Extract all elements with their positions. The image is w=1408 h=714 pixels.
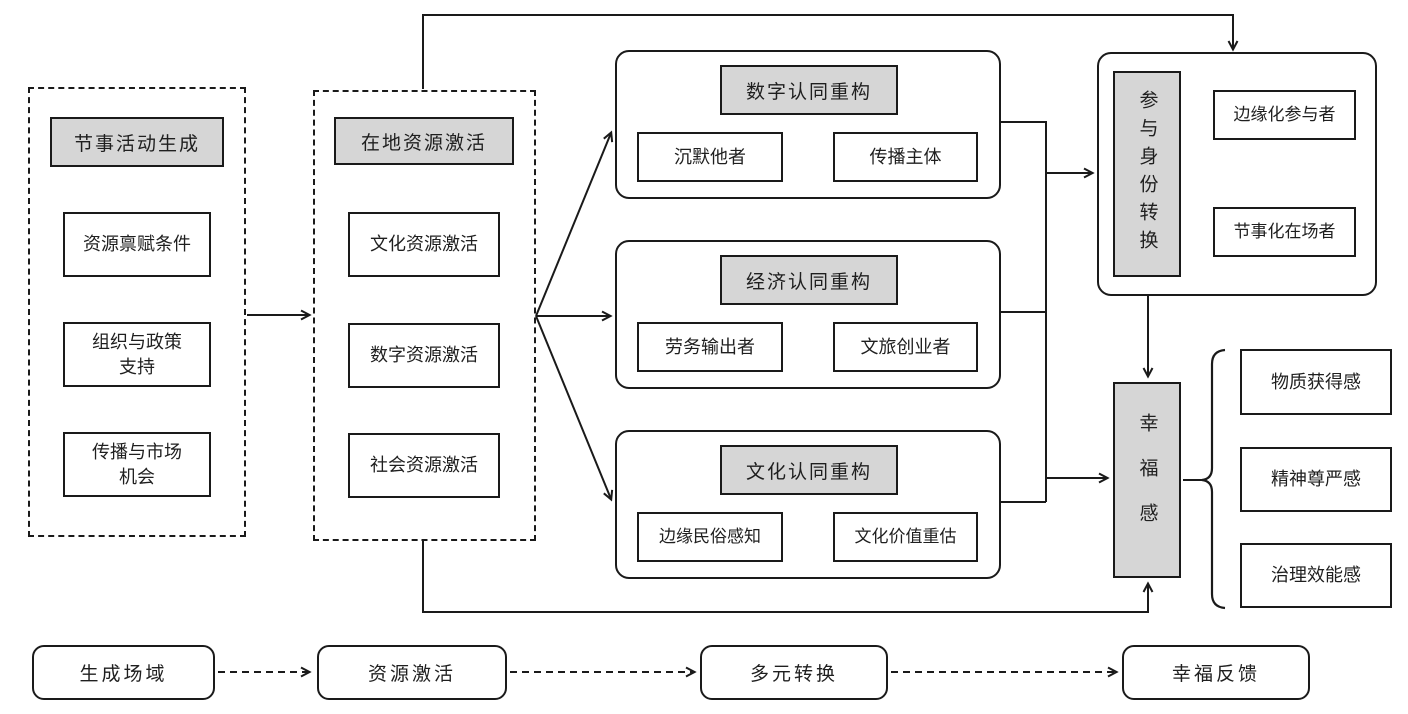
resource-activation-group: 在地资源激活 文化资源激活 数字资源激活 社会资源激活 [313,90,536,541]
phase-multiple-transition: 多元转换 [700,645,888,700]
marginal-folklore-box: 边缘民俗感知 [637,512,783,562]
connector-bus [999,121,1047,503]
festival-generation-header: 节事活动生成 [50,117,224,167]
labor-exporter-box: 劳务输出者 [637,322,783,372]
festival-presence-box: 节事化在场者 [1213,207,1356,257]
wellbeing-box: 幸福感 [1113,382,1181,578]
digital-resource-box: 数字资源激活 [348,323,500,388]
identity-transition-header: 参与身份转换 [1113,71,1181,277]
resource-endowment-box: 资源禀赋条件 [63,212,211,277]
social-resource-box: 社会资源激活 [348,433,500,498]
silent-other-box: 沉默他者 [637,132,783,182]
tourism-entrepreneur-box: 文旅创业者 [833,322,978,372]
connector-fan-to-cultural [535,315,611,499]
connector-fan-to-digital [535,133,611,317]
identity-transition-group: 参与身份转换 边缘化参与者 节事化在场者 [1097,52,1377,296]
cultural-reconstruction-header: 文化认同重构 [720,445,898,495]
digital-reconstruction-group: 数字认同重构 沉默他者 传播主体 [615,50,1001,199]
spiritual-dignity-box: 精神尊严感 [1240,447,1392,512]
market-opportunity-box: 传播与市场 机会 [63,432,211,497]
phase-generation-field: 生成场域 [32,645,215,700]
governance-efficacy-box: 治理效能感 [1240,543,1392,608]
economic-reconstruction-group: 经济认同重构 劳务输出者 文旅创业者 [615,240,1001,389]
communication-subject-box: 传播主体 [833,132,978,182]
material-gain-box: 物质获得感 [1240,349,1392,415]
wellbeing-brace [1201,348,1226,610]
phase-wellbeing-feedback: 幸福反馈 [1122,645,1310,700]
policy-support-box: 组织与政策 支持 [63,322,211,387]
cultural-reconstruction-group: 文化认同重构 边缘民俗感知 文化价值重估 [615,430,1001,579]
cultural-resource-box: 文化资源激活 [348,212,500,277]
digital-reconstruction-header: 数字认同重构 [720,65,898,115]
economic-reconstruction-header: 经济认同重构 [720,255,898,305]
resource-activation-header: 在地资源激活 [334,117,514,165]
phase-resource-activation: 资源激活 [317,645,507,700]
festival-generation-group: 节事活动生成 资源禀赋条件 组织与政策 支持 传播与市场 机会 [28,87,246,537]
cultural-value-box: 文化价值重估 [833,512,978,562]
marginalized-participant-box: 边缘化参与者 [1213,90,1356,140]
